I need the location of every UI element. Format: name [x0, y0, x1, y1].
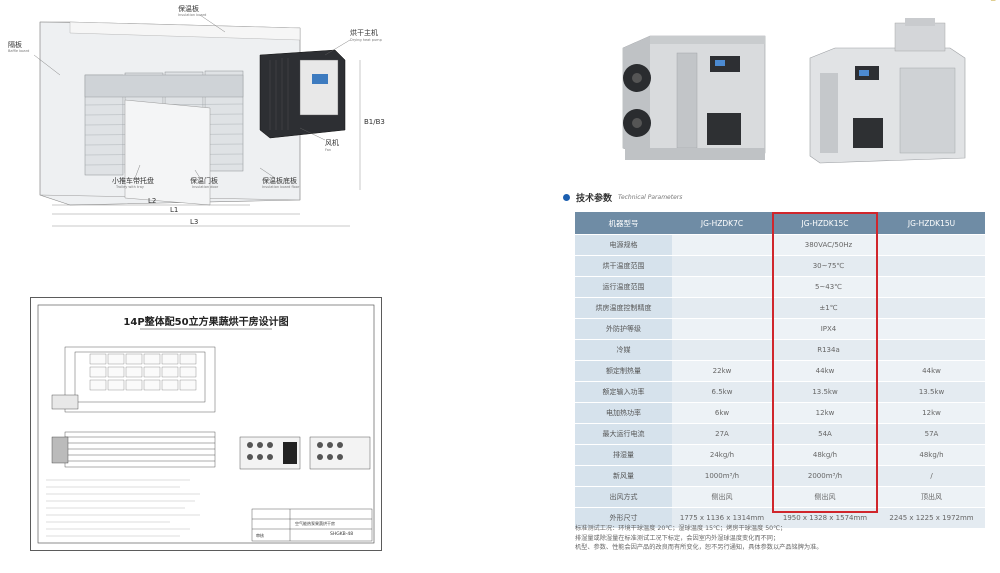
technical-parameters-heading: 技术参数 Technical Parameters [563, 189, 682, 205]
label-fan: 风机 [325, 138, 339, 147]
cell-15c: 12kw [772, 402, 878, 424]
cell-15u: 2245 x 1225 x 1972mm [878, 507, 985, 529]
blueprint-stamp-role: 审核 [256, 532, 264, 538]
cell-7c: 6.5kw [672, 381, 772, 403]
cell-7c: 1775 x 1136 x 1314mm [672, 507, 772, 529]
header-model-15u: JG-HZDK15U [878, 212, 985, 235]
bullet-dot-icon [563, 193, 570, 201]
label-trolley: 小推车带托盘 [112, 176, 154, 185]
merged-value: 5~43℃ [672, 276, 985, 298]
cell-15u: 13.5kw [878, 381, 985, 403]
note-line: 排湿量或除湿量在标准测试工况下标定，会因室内外湿球温度变化而不同； [575, 534, 780, 542]
cell-15c: 48kg/h [772, 444, 878, 466]
cell-15u: 57A [878, 423, 985, 445]
cell-15u: 44kw [878, 360, 985, 382]
corner-mark: ▬ [990, 0, 996, 3]
heading-cn: 技术参数 [576, 193, 613, 204]
blueprint-stamp-name: 空气能热泵果蔬烘干房 [295, 520, 335, 526]
note-line: 标准测试工况：环境干球温度 20℃；湿球温度 15℃；烤房干球温度 50℃； [575, 525, 787, 532]
row-label: 运行温度范围 [575, 276, 672, 298]
cell-15c: 2000m³/h [772, 465, 878, 487]
label-door: 保温门板 [190, 176, 218, 185]
label-host: 烘干主机 [350, 28, 378, 37]
cell-15c: 44kw [772, 360, 878, 382]
blueprint-stamp-code: SHGKB-48 [330, 531, 353, 537]
spec-table: 机器型号 JG-HZDK7C JG-HZDK15C JG-HZDK15U 电源规… [575, 212, 985, 529]
label-floor-en: Insulation board floor [262, 185, 300, 189]
row-label: 新风量 [575, 465, 672, 487]
table-row: 出风方式侧出风侧出风顶出风 [575, 486, 985, 508]
label-partition-en: Baffle board [8, 49, 29, 53]
row-label: 出风方式 [575, 486, 672, 508]
label-l1: L1 [170, 206, 178, 214]
merged-value: ±1℃ [672, 297, 985, 319]
cell-15u: 48kg/h [878, 444, 985, 466]
cell-7c: 1000m³/h [672, 465, 772, 487]
row-label: 烘房温度控制精度 [575, 297, 672, 319]
label-fan-en: Fan [325, 148, 331, 152]
label-trolley-en: Trolley with tray [115, 185, 144, 189]
drying-room-diagram: 保温板 Insulation board 隔板 Baffle board 烘干主… [8, 4, 385, 227]
heat-pump-unit-side-outlet [622, 35, 766, 160]
merged-value: R134a [672, 339, 985, 361]
cell-7c: 24kg/h [672, 444, 772, 466]
test-condition-notes: 标准测试工况：环境干球温度 20℃；湿球温度 15℃；烤房干球温度 50℃； 排… [575, 524, 995, 553]
cell-15c: 侧出风 [772, 486, 878, 508]
heat-pump-unit-top-outlet [809, 18, 966, 164]
heading-en: Technical Parameters [618, 193, 683, 201]
row-label: 额定制热量 [575, 360, 672, 382]
row-label: 烘干温度范围 [575, 255, 672, 277]
label-partition: 隔板 [8, 40, 22, 49]
cell-15c: 13.5kw [772, 381, 878, 403]
label-host-en: Drying heat pump [350, 38, 383, 42]
cell-7c: 22kw [672, 360, 772, 382]
cell-7c: 6kw [672, 402, 772, 424]
cell-7c: 侧出风 [672, 486, 772, 508]
label-l2: L2 [148, 197, 156, 205]
cell-7c: 27A [672, 423, 772, 445]
cell-15u: 顶出风 [878, 486, 985, 508]
label-floor: 保温板底板 [262, 176, 297, 185]
row-label: 电源规格 [575, 234, 672, 256]
label-insulation-top: 保温板 [178, 4, 199, 13]
row-label: 排湿量 [575, 444, 672, 466]
row-label: 最大运行电流 [575, 423, 672, 445]
row-label: 冷媒 [575, 339, 672, 361]
row-label: 电加热功率 [575, 402, 672, 424]
row-label: 外形尺寸 [575, 507, 672, 529]
spec-header-row: 机器型号 JG-HZDK7C JG-HZDK15C JG-HZDK15U [575, 212, 985, 235]
blueprint-title: 14P整体配50立方果蔬烘干房设计图 [123, 315, 288, 328]
label-insulation-top-en: Insulation board [178, 13, 206, 17]
cell-15c: 54A [772, 423, 878, 445]
table-row: 烘房温度控制精度±1℃ [575, 297, 985, 319]
cell-15u: 12kw [878, 402, 985, 424]
merged-value: IPX4 [672, 318, 985, 340]
merged-value: 380VAC/50Hz [672, 234, 985, 256]
cell-15u: / [878, 465, 985, 487]
header-model-label: 机器型号 [575, 212, 672, 235]
heat-pump-product-photos [622, 18, 966, 164]
design-blueprint: 14P整体配50立方果蔬烘干房设计图 [30, 297, 382, 551]
label-b-dim: B1/B3 [364, 118, 385, 126]
row-label: 外防护等级 [575, 318, 672, 340]
header-model-7c: JG-HZDK7C [672, 212, 772, 235]
row-label: 额定输入功率 [575, 381, 672, 403]
note-line: 机型、参数、性能会因产品的改良而有所变化，恕不另行通知，具体参数以产品铭牌为准。 [575, 544, 823, 551]
header-model-15c: JG-HZDK15C [772, 212, 878, 235]
label-door-en: Insulation door [192, 185, 219, 189]
merged-value: 30~75℃ [672, 255, 985, 277]
label-l3: L3 [190, 218, 198, 226]
